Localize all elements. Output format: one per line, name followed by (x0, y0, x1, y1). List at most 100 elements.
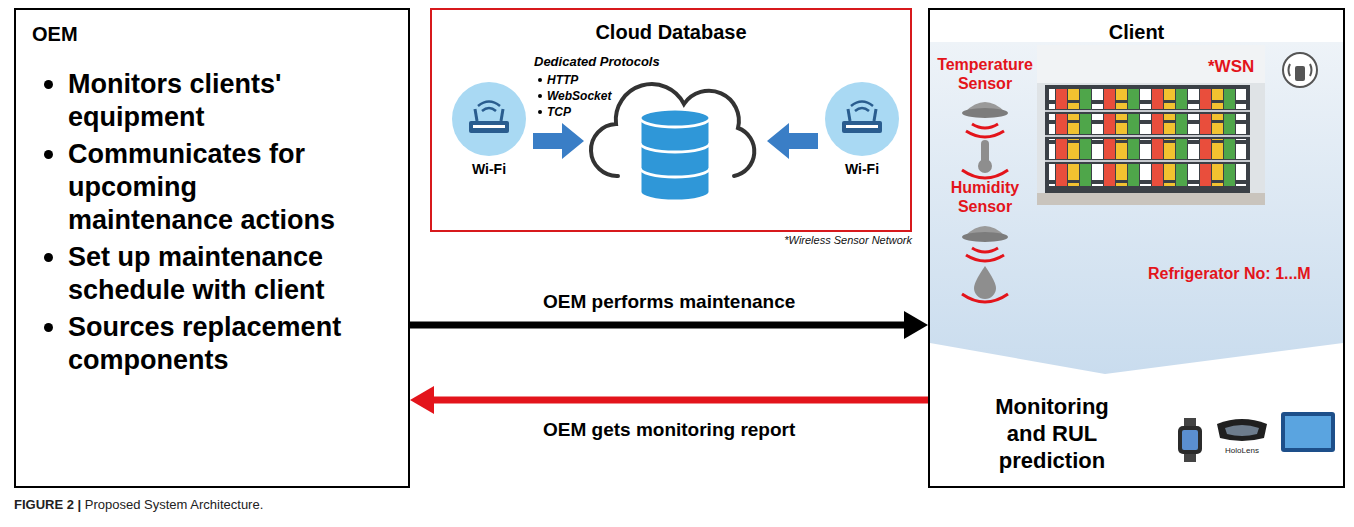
tablet-icon-part (1281, 412, 1335, 452)
sensor-label: Temperature Sensor (932, 55, 1038, 93)
wifi-label: Wi-Fi (451, 161, 527, 178)
router-icon-part (501, 109, 503, 121)
device-label: HoloLens (1217, 446, 1267, 456)
router-icon-part (452, 82, 526, 156)
duty-item: Communicates for upcoming maintenance ac… (68, 138, 358, 237)
wifi-label: Wi-Fi (824, 161, 900, 178)
figure-caption: FIGURE 2 | Proposed System Architecture. (14, 497, 263, 513)
protocol-item: WebSocket (547, 88, 707, 104)
refrigerator-picture-part (1049, 164, 1246, 186)
cloud-database-icon-part (640, 118, 710, 201)
router-icon-part (825, 82, 899, 156)
flow-arrow (410, 311, 928, 339)
arrow-label: OEM performs maintenance (540, 290, 798, 313)
cloud-database-icon-part (640, 109, 710, 127)
router-icon-part (469, 121, 509, 133)
cloud-database-icon-part (640, 143, 710, 152)
hololens-icon-part (1217, 419, 1267, 441)
caption-number: FIGURE 2 | (14, 497, 81, 512)
wsn-icon-part (1289, 64, 1291, 76)
cloud-database-icon-part (640, 168, 710, 177)
refrigerator-picture-part (1049, 139, 1246, 159)
refrigerator-picture-part (1045, 135, 1250, 137)
wsn-icon-part (1283, 53, 1317, 87)
smartwatch-icon-part (1182, 430, 1198, 450)
router-icon-part (482, 108, 496, 111)
flow-arrow (410, 386, 928, 414)
arrow-head (410, 386, 434, 414)
humidity-sensor-icon-part (972, 248, 998, 252)
wifi-node: Wi-Fi (824, 81, 900, 188)
refrigerator-picture-part (1045, 85, 1250, 193)
oem-box: OEM Monitors clients' equipmentCommunicat… (14, 8, 410, 488)
router-icon-part (851, 102, 873, 107)
smartwatch-icon (1178, 418, 1202, 462)
refrigerator-picture-part (1037, 193, 1265, 205)
upload-arrow-part (533, 123, 584, 159)
refrigerator-picture-part (1037, 45, 1265, 83)
refrigerator-picture-part (1049, 89, 1246, 109)
arrow-head (904, 311, 928, 339)
router-icon (824, 81, 900, 157)
router-icon-part (848, 109, 850, 121)
hololens-icon (1217, 419, 1267, 441)
refrigerator-picture-part (1045, 110, 1250, 112)
footnote: *Wireless Sensor Network (612, 234, 912, 247)
cloud-database-icon (591, 84, 754, 201)
router-icon-part (478, 102, 500, 107)
temperature-sensor-icon-part (966, 131, 1004, 137)
protocol-item: TCP (547, 104, 707, 120)
humidity-sensor-icon-part (974, 266, 996, 299)
bullet-dot (44, 150, 53, 159)
bullet-dot (44, 80, 53, 89)
duty-item: Set up maintenance schedule with client (68, 241, 358, 307)
bullet-dot (538, 110, 542, 114)
temperature-sensor-icon-part (972, 124, 998, 128)
bullet-dot (44, 253, 53, 262)
box-heading: OEM (32, 22, 232, 46)
protocol-item: HTTP (547, 72, 707, 88)
tablet-icon (1281, 412, 1335, 452)
router-icon-part (855, 108, 869, 111)
router-icon-part (842, 121, 882, 133)
duty-item: Monitors clients' equipment (68, 68, 358, 134)
wsn-icon-part (1295, 66, 1305, 81)
router-icon-part (874, 109, 876, 121)
router-icon-part (473, 125, 505, 128)
temperature-sensor-icon-part (962, 108, 1008, 118)
refrigerator-picture-part (1045, 160, 1250, 162)
arrow-shaft (432, 397, 928, 404)
tablet-icon-part (1285, 416, 1331, 448)
arrow-label: OEM gets monitoring report (540, 418, 798, 441)
bullet-dot (538, 78, 542, 82)
arrow-shaft (410, 322, 906, 329)
cloud-box: Cloud DatabaseDedicated ProtocolsHTTPWeb… (430, 8, 912, 232)
sensor-label: Humidity Sensor (932, 178, 1038, 216)
box-heading: Cloud Database (432, 20, 910, 44)
wifi-node: Wi-Fi (451, 81, 527, 188)
bullet-dot (538, 94, 542, 98)
refrigerator-picture (1037, 45, 1265, 205)
protocol-heading: Dedicated Protocols (534, 54, 754, 70)
upload-arrow-part (767, 123, 818, 159)
refrigerator-picture-part (1037, 45, 1265, 205)
humidity-sensor-icon-part (962, 232, 1008, 242)
refrigerator-label: Refrigerator No: 1...M (1148, 264, 1340, 283)
wsn-icon-part (1310, 64, 1312, 76)
client-panel (930, 42, 1343, 374)
box-heading: Client (930, 20, 1343, 44)
duty-item: Sources replacement components (68, 311, 358, 377)
humidity-sensor-icon (962, 226, 1008, 302)
humidity-sensor-icon-part (966, 255, 1004, 261)
hololens-icon-part (1225, 425, 1259, 436)
temperature-sensor-icon-part (978, 159, 992, 173)
router-icon-part (475, 109, 477, 121)
router-icon-part (846, 125, 878, 128)
wsn-icon (1283, 53, 1317, 87)
wsn-label: *WSN (1206, 57, 1256, 77)
smartwatch-icon-part (1178, 426, 1202, 454)
bullet-dot (44, 323, 53, 332)
monitoring-text: Monitoring and RUL prediction (977, 393, 1127, 474)
